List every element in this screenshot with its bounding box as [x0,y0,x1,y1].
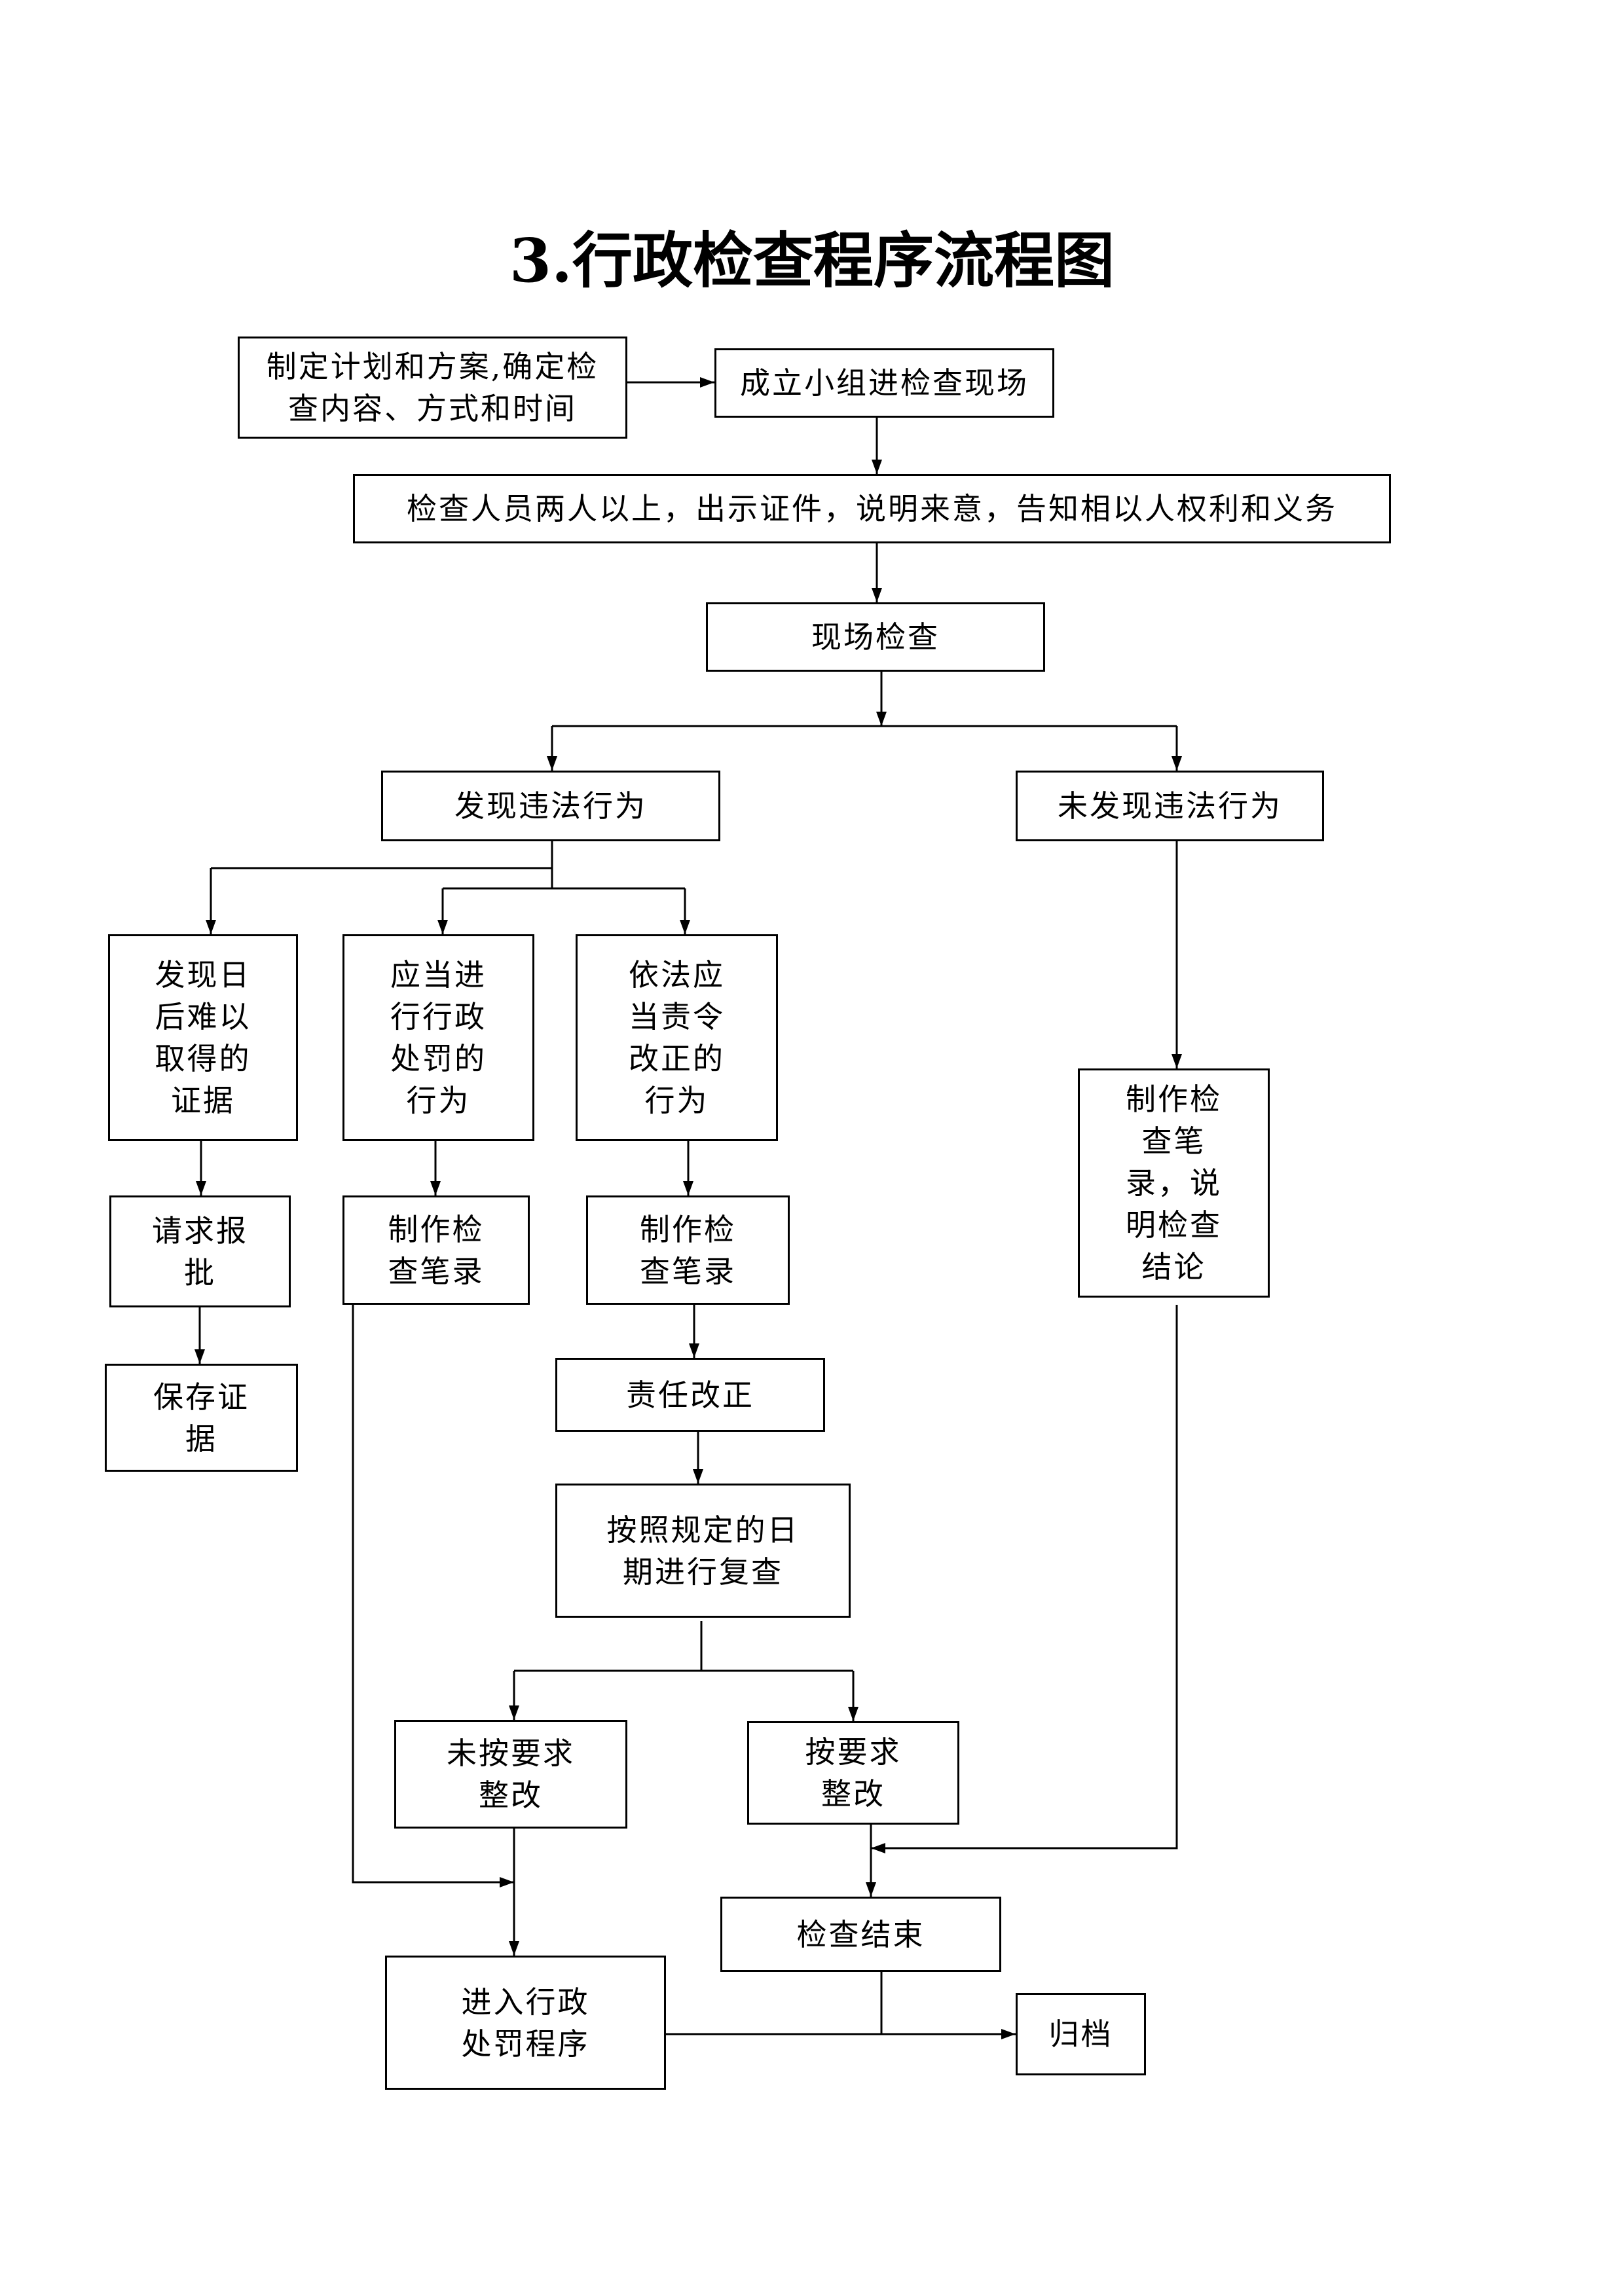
box-penalty-case-label: 应当进 行行政 处罚的 行为 [390,957,487,1118]
box-rectified: 按要求 整改 [747,1721,959,1825]
box-plan: 制定计划和方案,确定检 查内容、方式和时间 [238,337,627,439]
box-order-correction: 责任改正 [555,1358,825,1432]
box-team-label: 成立小组进检查现场 [740,365,1029,401]
box-record-penalty-label: 制作检 查笔录 [388,1211,485,1289]
box-team: 成立小组进检查现场 [714,348,1054,418]
connector-record-conclusion-to-end [871,1305,1178,1853]
box-preserve-evidence-label: 保存证 据 [153,1379,249,1457]
box-record-penalty: 制作检 查笔录 [342,1195,530,1305]
box-evidence: 发现日 后难以 取得的 证据 [108,934,298,1141]
box-notify: 检查人员两人以上，出示证件，说明来意，告知相以人权利和义务 [353,474,1391,543]
box-evidence-label: 发现日 后难以 取得的 证据 [155,957,251,1118]
box-no-violation-label: 未发现违法行为 [1058,788,1282,824]
box-review-label: 按照规定的日 期进行复查 [606,1512,800,1590]
box-violation-found-label: 发现违法行为 [454,788,647,824]
box-archive-label: 归档 [1048,2016,1113,2052]
box-request-approval-label: 请求报 批 [152,1212,248,1290]
connector-record-penalty-to-procedure [352,1305,514,1887]
box-record-correction: 制作检 查笔录 [586,1195,790,1305]
box-violation-found: 发现违法行为 [381,771,720,841]
box-end: 检查结束 [720,1897,1001,1972]
box-order-correction-label: 责任改正 [626,1377,754,1413]
box-archive: 归档 [1016,1993,1146,2075]
box-correction-case: 依法应 当责令 改正的 行为 [576,934,778,1141]
box-on-site: 现场检查 [706,602,1045,672]
box-request-approval: 请求报 批 [109,1195,291,1307]
box-notify-label: 检查人员两人以上，出示证件，说明来意，告知相以人权利和义务 [407,491,1337,526]
box-record-correction-label: 制作检 查笔录 [640,1211,736,1289]
box-not-rectified-label: 未按要求 整改 [447,1736,575,1813]
box-end-label: 检查结束 [796,1916,925,1952]
box-not-rectified: 未按要求 整改 [394,1720,627,1829]
box-record-conclusion: 制作检 查笔 录，说 明检查 结论 [1078,1068,1270,1298]
box-review: 按照规定的日 期进行复查 [555,1484,851,1618]
box-preserve-evidence: 保存证 据 [105,1364,298,1472]
box-correction-case-label: 依法应 当责令 改正的 行为 [629,957,725,1118]
box-plan-label: 制定计划和方案,确定检 查内容、方式和时间 [266,349,599,426]
box-record-conclusion-label: 制作检 查笔 录，说 明检查 结论 [1126,1082,1222,1285]
page-title: 3.行政检查程序流程图 [509,225,1115,296]
box-penalty-procedure-label: 进入行政 处罚程序 [461,1984,590,2062]
box-rectified-label: 按要求 整改 [805,1734,902,1812]
box-on-site-label: 现场检查 [811,619,940,655]
box-penalty-case: 应当进 行行政 处罚的 行为 [342,934,534,1141]
box-penalty-procedure: 进入行政 处罚程序 [385,1956,666,2090]
box-no-violation: 未发现违法行为 [1016,771,1324,841]
